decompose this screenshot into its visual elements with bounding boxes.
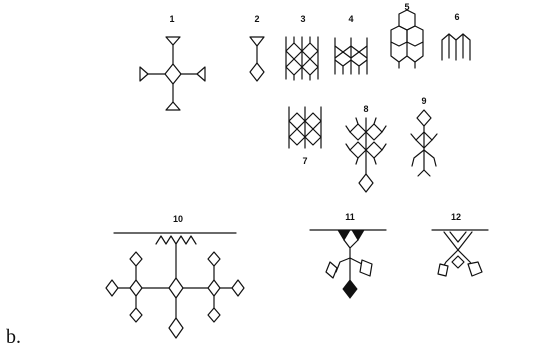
motif-number: 12 [451, 212, 461, 222]
motif-8: 8 [345, 104, 387, 193]
motif-2: 2 [249, 14, 265, 82]
motif-number: 5 [404, 2, 409, 12]
motif-number: 11 [345, 212, 355, 222]
motif-6: 6 [441, 12, 471, 61]
motif-11: 11 [309, 212, 387, 299]
motif-number: 6 [454, 12, 459, 22]
motif-1: 1 [139, 14, 206, 111]
motif-10: 10 [105, 214, 245, 339]
motif-number: 2 [254, 14, 259, 24]
motif-number: 3 [300, 14, 305, 24]
motif-5: 5 [390, 2, 424, 69]
motif-3: 3 [285, 14, 319, 81]
motif-number: 8 [363, 104, 368, 114]
motif-4: 4 [334, 14, 368, 75]
motif-number: 10 [173, 214, 183, 224]
motif-12: 12 [431, 212, 489, 277]
motif-number: 7 [302, 156, 307, 166]
motif-9: 9 [410, 96, 438, 177]
motif-number: 4 [348, 14, 353, 24]
motif-number: 9 [421, 96, 426, 106]
motif-number: 1 [169, 14, 174, 24]
motif-7: 7 [288, 106, 322, 166]
panel-label: b. [6, 326, 21, 348]
